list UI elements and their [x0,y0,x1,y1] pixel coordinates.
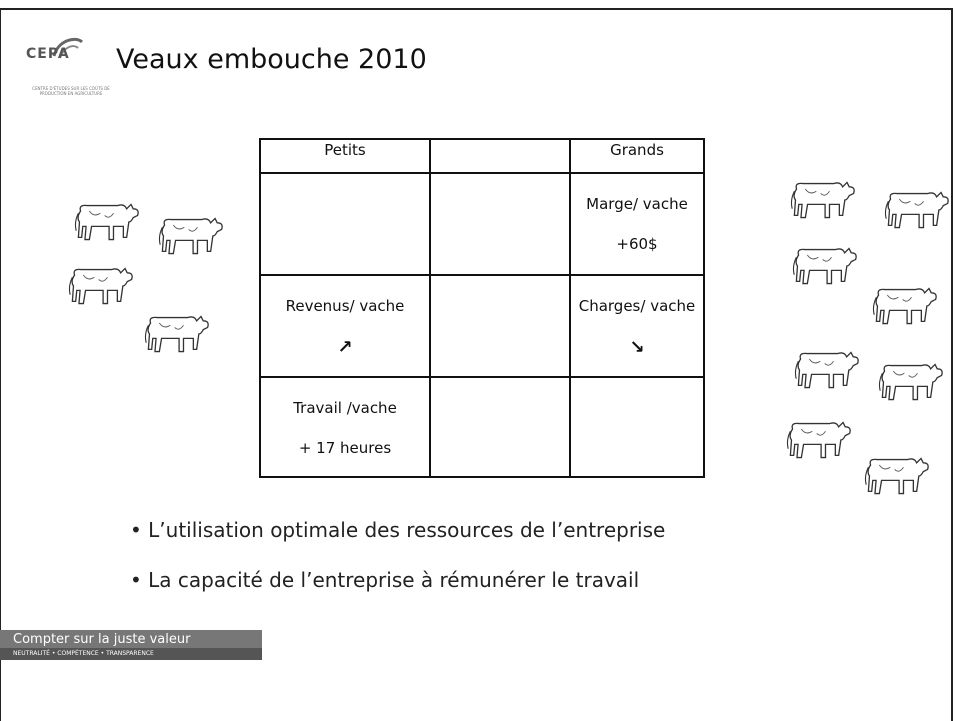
header-grands: Grands [569,138,705,174]
logo-swirl-icon [52,37,84,59]
footer-tagline: Compter sur la juste valeur [13,632,191,647]
header-petits: Petits [259,138,431,174]
cell-empty [429,376,571,478]
bullet-item: • L’utilisation optimale des ressources … [130,518,666,542]
cow-icon [158,217,223,255]
cell-empty [569,376,705,478]
bullet-item: • La capacité de l’entreprise à rémunére… [130,568,640,592]
marge-value: +60$ [616,235,658,253]
cow-icon [872,287,937,325]
footer-values: NEUTRALITÉ • COMPÉTENCE • TRANSPARENCE [0,648,262,660]
logo-subtitle: CENTRE D'ÉTUDES SUR LES COÛTS DE PRODUCT… [32,86,110,96]
cow-icon [884,191,949,229]
cow-icon [792,247,857,285]
cow-icon [864,457,929,495]
cell-empty [429,274,571,378]
table-row: Marge/ vache +60$ [259,172,705,276]
cell-empty [259,172,431,276]
slide-frame [0,8,953,721]
down-right-arrow-icon: ↘ [629,337,645,358]
cell-empty [429,172,571,276]
cow-icon [786,421,851,459]
cell-marge: Marge/ vache +60$ [569,172,705,276]
revenus-label: Revenus/ vache [285,297,405,315]
travail-label: Travail /vache [293,399,397,417]
travail-value: + 17 heures [298,439,392,457]
table-header-row: Petits Grands [259,138,705,174]
logo-text: CEPA [26,46,70,62]
cell-travail: Travail /vache + 17 heures [259,376,431,478]
comparison-table: Petits Grands Marge/ vache +60$ Revenus/… [259,138,705,478]
table-row: Travail /vache + 17 heures [259,376,705,478]
table-row: Revenus/ vache ↗ Charges/ vache ↘ [259,274,705,378]
cow-icon [144,315,209,353]
cell-revenus: Revenus/ vache ↗ [259,274,431,378]
cell-charges: Charges/ vache ↘ [569,274,705,378]
marge-label: Marge/ vache [586,195,688,213]
cow-icon [794,351,859,389]
bullet-list: • L’utilisation optimale des ressources … [130,518,665,618]
slide-title: Veaux embouche 2010 [116,44,427,75]
charges-label: Charges/ vache [578,297,696,315]
header-middle [429,138,571,174]
cow-icon [878,363,943,401]
cow-icon [68,267,133,305]
up-right-arrow-icon: ↗ [337,337,353,358]
footer-banner: Compter sur la juste valeur NEUTRALITÉ •… [0,630,262,660]
cepa-logo: CEPA CENTRE D'ÉTUDES SUR LES COÛTS DE PR… [26,36,118,96]
cow-icon [74,203,139,241]
cow-icon [790,181,855,219]
